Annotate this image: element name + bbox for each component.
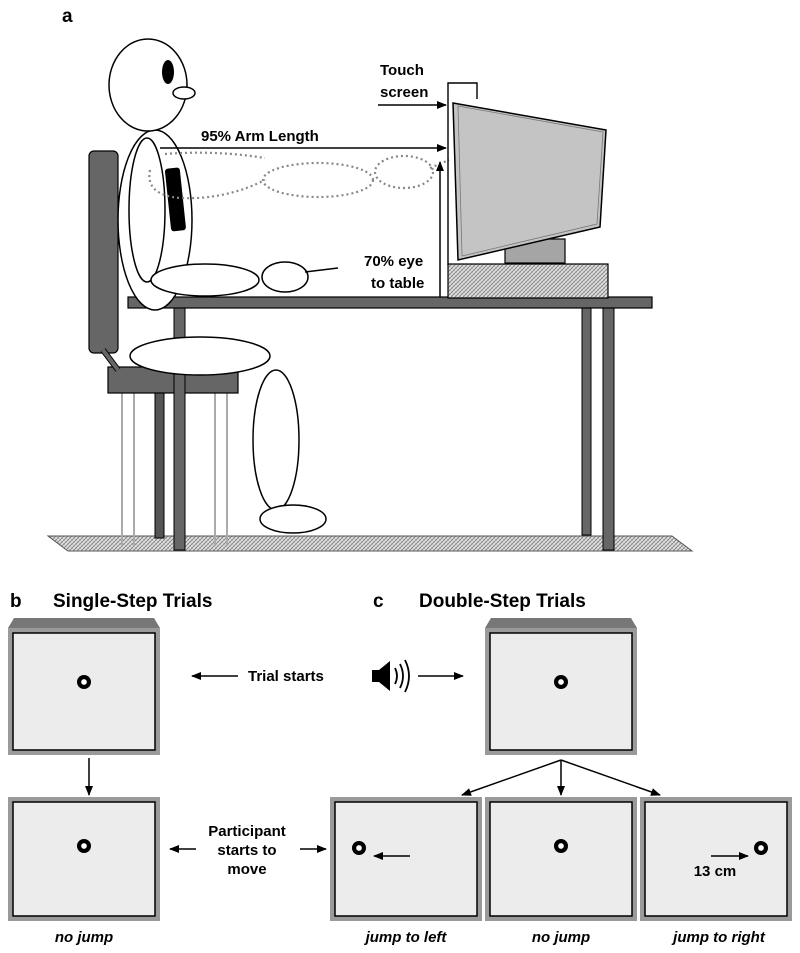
caption-no-jump: no jump — [532, 929, 590, 946]
double-step-title: Double-Step Trials — [419, 591, 586, 612]
double-step-screen-left — [330, 797, 482, 921]
target-icon — [554, 675, 568, 689]
target-icon — [554, 839, 568, 853]
participant-figure — [108, 38, 339, 534]
branch-left-arrow — [461, 759, 562, 796]
caption-jump-right: jump to right — [671, 929, 766, 946]
panel-a-label: a — [62, 6, 73, 27]
participant-label-2: starts to — [217, 842, 276, 859]
panel-b-label: b — [10, 591, 22, 612]
single-step-screen-move — [8, 797, 160, 921]
target-icon — [77, 675, 91, 689]
monitor — [447, 102, 609, 299]
table — [127, 296, 653, 551]
floor — [46, 535, 694, 552]
eye-height-label-1: 70% eye — [364, 253, 423, 270]
eye-height-label-2: to table — [371, 275, 424, 292]
chair — [88, 150, 239, 546]
arm-length-label: 95% Arm Length — [201, 128, 319, 145]
eye — [162, 60, 174, 84]
tie — [164, 167, 186, 232]
distance-label: 13 cm — [694, 863, 737, 880]
speaker-icon — [372, 659, 410, 693]
panel-c-label: c — [373, 591, 384, 612]
target-icon — [754, 841, 768, 855]
caption-jump-left: jump to left — [364, 929, 448, 946]
participant-label-1: Participant — [208, 823, 286, 840]
trial-starts-label: Trial starts — [248, 668, 324, 685]
touch-label-2: screen — [380, 84, 428, 101]
reach-arm-dotted — [148, 151, 450, 200]
single-step-screen-start — [8, 618, 160, 755]
double-step-screen-right — [640, 797, 792, 921]
double-step-screen-start — [485, 618, 637, 755]
touch-label-1: Touch — [380, 62, 424, 79]
branch-right-arrow — [560, 759, 661, 796]
touch-screen-bracket — [447, 82, 478, 265]
single-step-title: Single-Step Trials — [53, 591, 212, 612]
target-icon — [352, 841, 366, 855]
participant-label-3: move — [227, 861, 266, 878]
single-step-caption: no jump — [55, 929, 113, 946]
double-step-screen-center — [485, 797, 637, 921]
target-icon — [77, 839, 91, 853]
